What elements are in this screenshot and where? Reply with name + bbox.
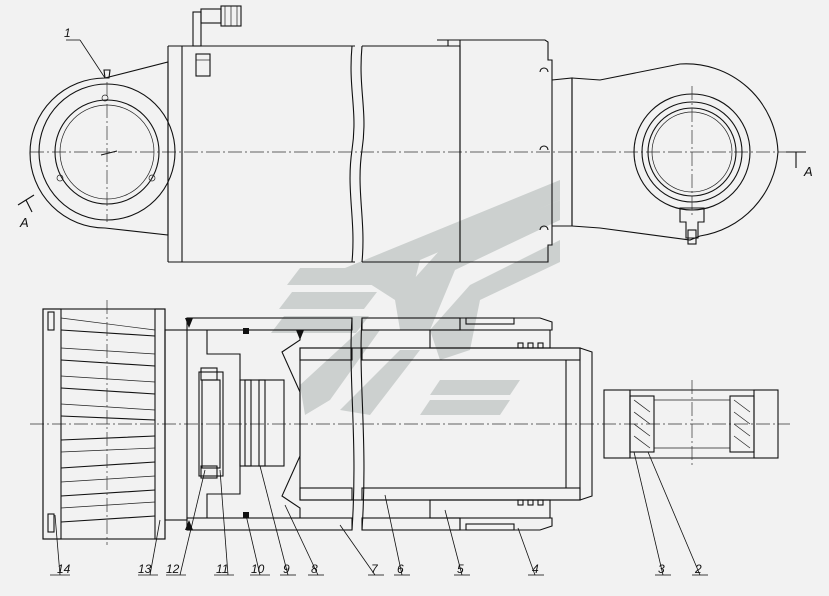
gland-top [459, 39, 553, 263]
section-view: 14 13 12 11 10 9 8 7 6 [30, 300, 790, 576]
right-eye [551, 63, 779, 245]
callout-label-14: 14 [57, 562, 71, 576]
callout-label-13: 13 [138, 562, 152, 576]
piston-section [206, 328, 304, 519]
callout-label-3: 3 [658, 562, 665, 576]
callout-label-11: 11 [216, 562, 228, 576]
callout-label-1: 1 [64, 26, 71, 40]
left-eye [29, 61, 176, 236]
callouts-bottom: 14 13 12 11 10 9 8 7 6 [50, 451, 708, 576]
callout-label-2: 2 [694, 562, 702, 576]
watermark-logo [271, 180, 560, 415]
top-view: A A 1 [17, 5, 813, 263]
callout-label-8: 8 [311, 562, 318, 576]
callout-1: 1 [64, 26, 106, 79]
section-marker-left: A [17, 194, 35, 230]
callout-label-7: 7 [371, 562, 379, 576]
piston-nut-section [198, 367, 224, 479]
gland-section [429, 317, 553, 531]
section-marker-right: A [786, 151, 813, 179]
section-label-right: A [803, 164, 813, 179]
cylinder-body-top [167, 5, 461, 263]
callout-label-10: 10 [251, 562, 265, 576]
bottom-head-section [164, 329, 188, 521]
end-cap-section [42, 300, 166, 545]
callout-label-4: 4 [532, 562, 539, 576]
section-label-left: A [19, 215, 29, 230]
callout-label-9: 9 [283, 562, 290, 576]
callout-label-12: 12 [166, 562, 180, 576]
callout-label-5: 5 [457, 562, 464, 576]
callout-label-6: 6 [397, 562, 404, 576]
